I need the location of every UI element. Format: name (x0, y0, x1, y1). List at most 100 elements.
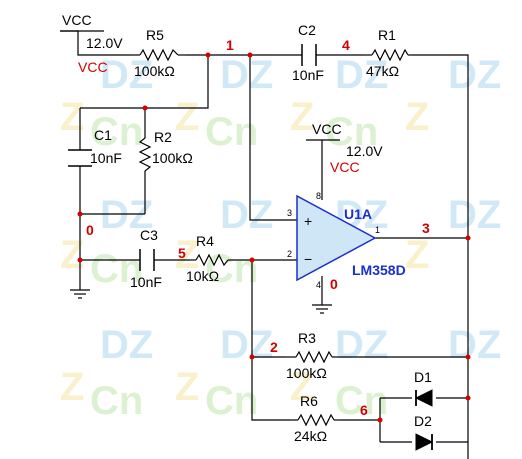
watermark-z: Z (60, 95, 84, 139)
junction-dot (465, 395, 471, 401)
junction-dot (465, 235, 471, 241)
ground-symbol-opamp (312, 304, 332, 314)
watermark-dz: DZ (448, 193, 501, 237)
watermark-dz: DZ (220, 193, 273, 237)
r5-ref: R5 (146, 27, 164, 43)
junctions (77, 52, 471, 423)
node-0-opamp: 0 (330, 276, 338, 292)
c2-value: 10nF (292, 67, 324, 83)
vcc-top-value: 12.0V (86, 35, 123, 51)
junction-dot (247, 52, 253, 58)
watermark-cn: Cn (325, 110, 378, 154)
junction-dot (377, 417, 383, 423)
diode-d2: D2 (414, 413, 434, 451)
node-0: 0 (86, 222, 94, 238)
junction-dot (77, 257, 83, 263)
node-6: 6 (360, 402, 368, 418)
watermark-dz: DZ (448, 53, 501, 97)
vcc-top-net: VCC (78, 59, 108, 75)
opamp-plus-sign: + (304, 213, 312, 229)
vcc-source-top: VCC 12.0V VCC (60, 12, 123, 75)
watermark-z: Z (290, 365, 314, 409)
wire-right-rail (412, 54, 469, 459)
watermark-z: Z (175, 95, 199, 139)
r5-value: 100kΩ (134, 63, 175, 79)
resistor-r4: R4 10kΩ (186, 233, 232, 284)
vcc-opamp-net: VCC (330, 159, 360, 175)
watermark-cn: Cn (90, 110, 143, 154)
node-1: 1 (226, 37, 234, 53)
r3-value: 100kΩ (286, 365, 327, 381)
pin-minus: 2 (287, 249, 292, 259)
resistor-r3: R3 100kΩ (286, 330, 340, 381)
wire-node2-r6 (251, 357, 290, 421)
watermark-z: Z (290, 95, 314, 139)
watermark-cn: Cn (205, 247, 258, 291)
node-5: 5 (178, 245, 186, 261)
watermark-cn: Cn (90, 379, 143, 423)
junction-dot (249, 354, 255, 360)
vcc-top-name: VCC (62, 12, 92, 28)
c3-value: 10nF (130, 274, 162, 290)
wire-node1-plus (249, 55, 297, 221)
r1-ref: R1 (378, 27, 396, 43)
pin-vcc: 8 (316, 191, 321, 201)
wires (60, 30, 469, 459)
r6-value: 24kΩ (294, 428, 327, 444)
watermark-cn: Cn (90, 247, 143, 291)
opamp-ref: U1A (344, 206, 372, 222)
pin-gnd: 4 (316, 280, 321, 290)
ground-symbol (70, 289, 90, 299)
resistor-r6: R6 24kΩ (290, 393, 340, 444)
watermark-dz: DZ (100, 323, 153, 367)
c1-value: 10nF (90, 150, 122, 166)
r4-ref: R4 (196, 233, 214, 249)
d2-ref: D2 (414, 413, 432, 429)
capacitor-c2: C2 10nF (292, 22, 324, 83)
junction-dot (142, 105, 148, 111)
watermark-z: Z (175, 233, 199, 277)
watermark-dz: DZ (335, 53, 388, 97)
opamp-minus-sign: − (304, 251, 312, 267)
watermark-z: Z (405, 233, 429, 277)
watermark-dz: DZ (335, 323, 388, 367)
watermark-z: Z (175, 365, 199, 409)
capacitor-c3: C3 10nF (130, 227, 162, 290)
node-labels: 1 4 0 0 5 3 2 6 (86, 37, 430, 418)
diode-d1: D1 (414, 369, 433, 407)
vcc-opamp-name: VCC (312, 121, 342, 137)
watermark-dz: DZ (220, 323, 273, 367)
c1-ref: C1 (94, 127, 112, 143)
r2-ref: R2 (154, 129, 172, 145)
r4-value: 10kΩ (186, 268, 219, 284)
junction-dot (205, 52, 211, 58)
node-4: 4 (342, 37, 350, 53)
watermark-z: Z (60, 365, 84, 409)
watermark-dz: DZ (448, 323, 501, 367)
r1-value: 47kΩ (366, 63, 399, 79)
watermark-cn: Cn (205, 379, 258, 423)
vcc-source-opamp: VCC 12.0V VCC (306, 121, 383, 175)
pin-out: 1 (375, 225, 380, 235)
r2-value: 100kΩ (152, 150, 193, 166)
capacitor-c1: C1 10nF (68, 127, 122, 167)
resistor-r5: R5 100kΩ (132, 27, 186, 79)
watermark-dz: DZ (220, 53, 273, 97)
junction-dot (465, 354, 471, 360)
watermark-z: Z (405, 95, 429, 139)
node-3: 3 (422, 220, 430, 236)
junction-dot (77, 211, 83, 217)
c2-ref: C2 (298, 22, 316, 38)
r6-ref: R6 (300, 393, 318, 409)
r3-ref: R3 (298, 330, 316, 346)
vcc-opamp-value: 12.0V (346, 143, 383, 159)
node-2: 2 (270, 339, 278, 355)
opamp-u1a: + − 3 2 1 8 4 U1A LM358D (287, 191, 406, 290)
opamp-triangle (296, 194, 377, 282)
watermark-z: Z (60, 233, 84, 277)
junction-dot (249, 257, 255, 263)
c3-ref: C3 (140, 227, 158, 243)
wire-node1-c1 (80, 55, 209, 109)
